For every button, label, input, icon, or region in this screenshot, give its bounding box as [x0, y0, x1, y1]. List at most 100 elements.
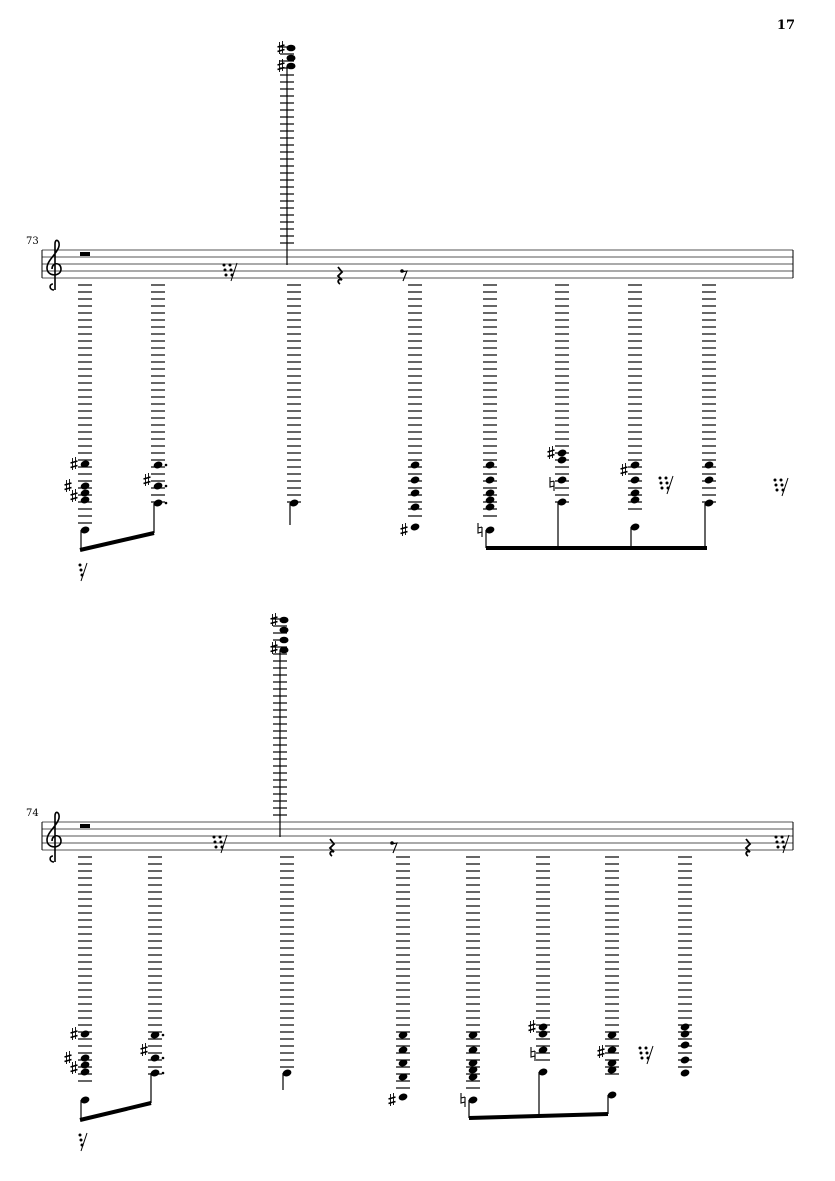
natural-icon [530, 1047, 536, 1061]
notehead [607, 1031, 617, 1039]
dot [164, 501, 168, 505]
notehead [485, 496, 495, 504]
notehead [468, 1073, 478, 1081]
rest-icon [776, 845, 780, 849]
notehead [286, 44, 296, 52]
notehead [607, 1066, 617, 1074]
rest-icon [664, 476, 668, 480]
notehead [398, 1046, 408, 1054]
notehead [153, 461, 163, 469]
notehead [704, 461, 714, 469]
notehead [468, 1031, 478, 1039]
notehead [150, 1069, 160, 1077]
rest-icon [780, 483, 784, 487]
notehead [80, 496, 90, 504]
notehead [80, 1068, 90, 1076]
notehead [150, 1031, 160, 1039]
rest-icon [658, 476, 662, 480]
notehead [538, 1030, 548, 1038]
rest-stem [666, 475, 674, 495]
notehead [630, 489, 640, 497]
dot [161, 1056, 165, 1060]
rest-stem [781, 477, 789, 497]
dot [164, 463, 168, 467]
rest-icon [659, 481, 663, 485]
rest-icon [773, 478, 777, 482]
notehead [286, 62, 296, 70]
rest-icon [212, 835, 216, 839]
notehead [607, 1091, 617, 1099]
rest-icon [775, 488, 779, 492]
rest-icon [78, 563, 82, 567]
notehead [410, 489, 420, 497]
notehead [289, 499, 299, 507]
notehead [279, 616, 289, 624]
notehead [279, 646, 289, 654]
notehead [398, 1073, 408, 1081]
rest-icon [638, 1046, 642, 1050]
rest-icon [644, 1046, 648, 1050]
sharp-icon [70, 457, 78, 470]
page-number: 17 [776, 18, 795, 33]
rest-icon [213, 840, 217, 844]
rest-stem [220, 834, 228, 854]
rest-icon [224, 273, 228, 277]
notehead [680, 1069, 690, 1077]
rest-icon [665, 481, 669, 485]
notehead [468, 1046, 478, 1054]
notehead [398, 1059, 408, 1067]
sharp-icon [270, 613, 278, 626]
dot [164, 484, 168, 488]
sharp-icon [70, 489, 78, 502]
notehead [680, 1023, 690, 1031]
sharp-icon [64, 1051, 72, 1064]
notehead [704, 499, 714, 507]
notehead [153, 482, 163, 490]
rest-icon [781, 840, 785, 844]
notehead [538, 1046, 548, 1054]
notehead [398, 1093, 408, 1101]
natural-icon [477, 523, 483, 537]
treble-clef-icon [46, 239, 62, 291]
rest-icon [660, 486, 664, 490]
rest-icon [79, 1138, 83, 1142]
notehead [468, 1066, 478, 1074]
beam [79, 1101, 152, 1122]
notehead [557, 449, 567, 457]
sharp-icon [70, 1061, 78, 1074]
rest-icon [218, 835, 222, 839]
notehead [485, 476, 495, 484]
rest-stem [646, 1045, 654, 1065]
rest-icon [223, 268, 227, 272]
rest-icon [645, 1051, 649, 1055]
notehead [282, 1069, 292, 1077]
notehead [410, 461, 420, 469]
whole-rest-icon [80, 824, 90, 828]
notehead [153, 499, 163, 507]
treble-clef-icon [46, 811, 62, 863]
natural-icon [549, 477, 555, 491]
rest-icon [78, 1133, 82, 1137]
rest-icon [229, 268, 233, 272]
natural-icon [460, 1093, 466, 1107]
rest-icon [640, 1056, 644, 1060]
notehead [538, 1023, 548, 1031]
notehead [485, 461, 495, 469]
quarter-rest-icon [744, 838, 752, 857]
sharp-icon [388, 1093, 396, 1106]
notehead [485, 503, 495, 511]
sharp-icon [143, 473, 151, 486]
notehead [630, 496, 640, 504]
notehead [80, 1030, 90, 1038]
rest-icon [774, 483, 778, 487]
beam [468, 1112, 609, 1120]
sharp-icon [620, 463, 628, 476]
notehead [410, 523, 420, 531]
notehead [630, 476, 640, 484]
eighth-rest-stem [391, 842, 398, 854]
sharp-icon [64, 479, 72, 492]
notehead [80, 1061, 90, 1069]
measure-number-74: 74 [26, 808, 39, 819]
eighth-rest-stem [401, 270, 408, 282]
